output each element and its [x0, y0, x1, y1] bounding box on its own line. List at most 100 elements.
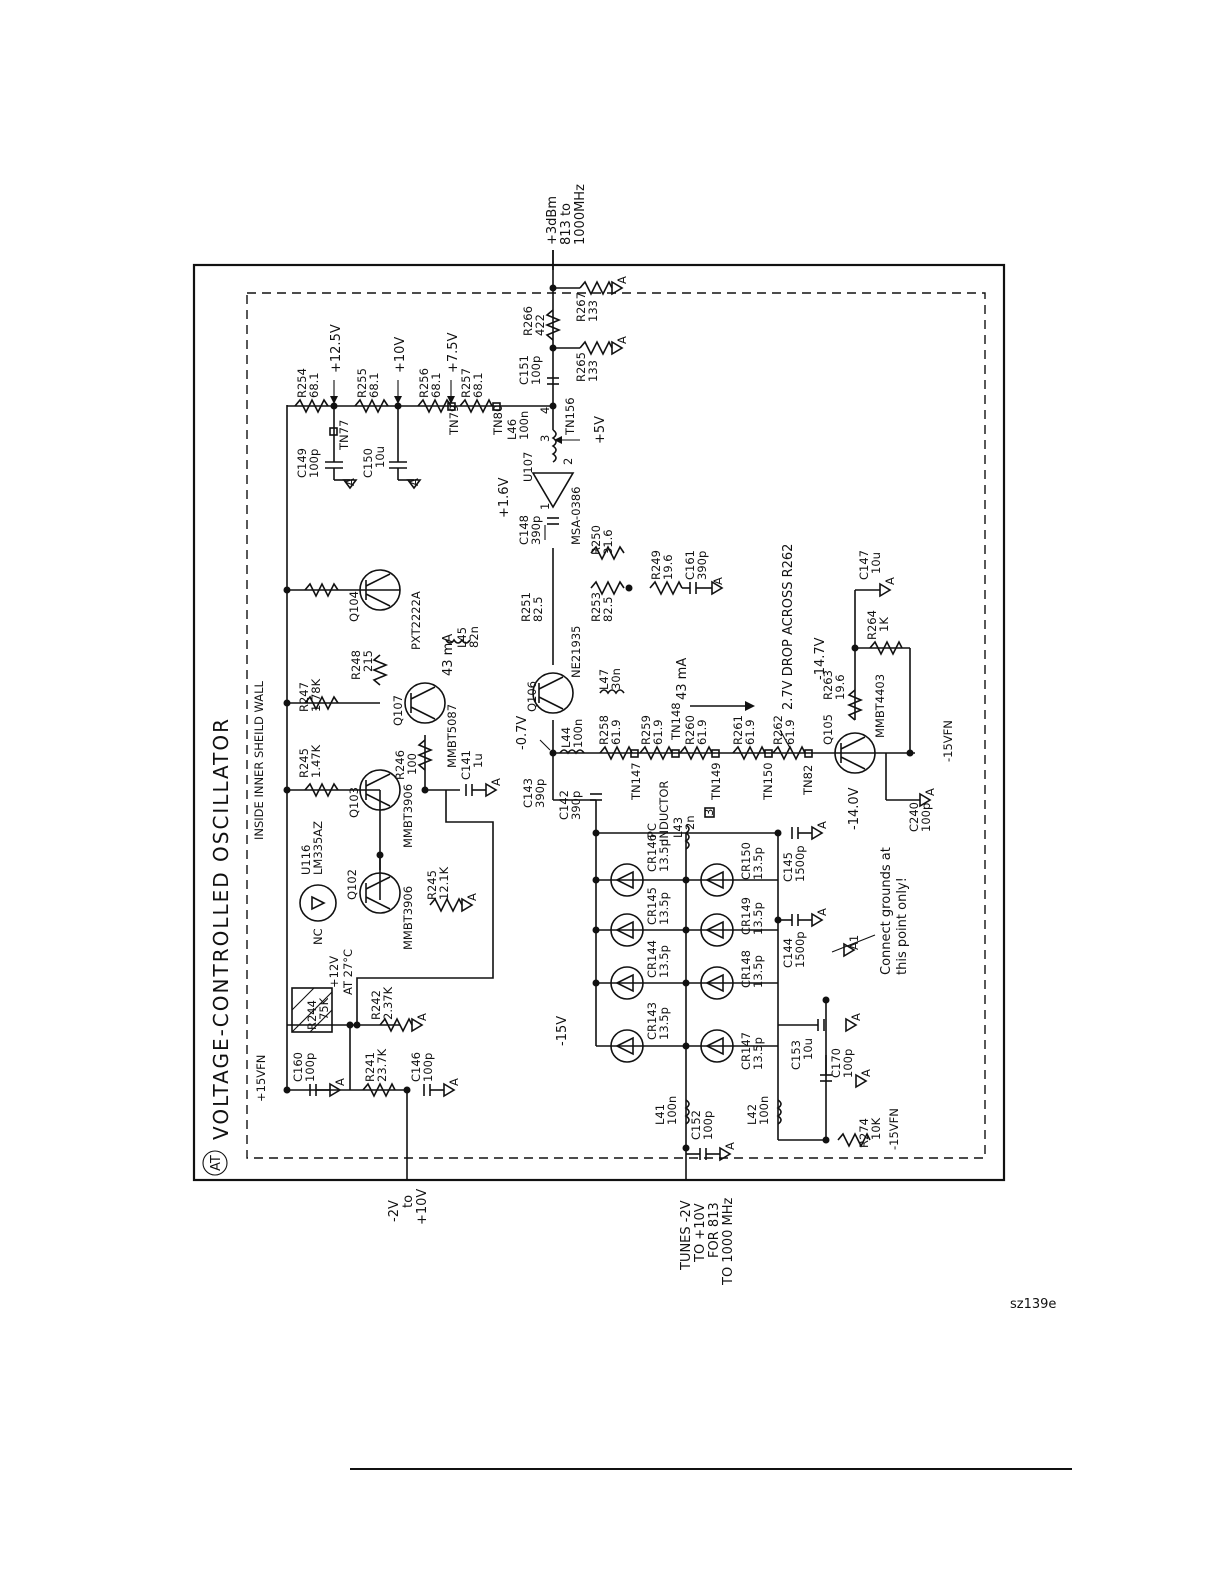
svg-text:L43: L43 — [671, 817, 685, 838]
svg-text:AT 27°C: AT 27°C — [341, 949, 355, 995]
svg-text:68.1: 68.1 — [367, 372, 381, 398]
svg-text:L45: L45 — [455, 627, 469, 648]
svg-text:1.78K: 1.78K — [309, 678, 323, 712]
svg-text:Q105: Q105 — [821, 714, 835, 745]
svg-text:2: 2 — [561, 458, 575, 465]
svg-text:+5V: +5V — [593, 416, 608, 444]
svg-text:A: A — [723, 1142, 737, 1150]
svg-text:C146: C146 — [409, 1052, 423, 1082]
svg-text:390p: 390p — [569, 791, 583, 820]
svg-text:R258: R258 — [597, 715, 611, 745]
svg-text:+10V: +10V — [415, 1189, 430, 1225]
svg-text:TN147: TN147 — [629, 762, 643, 801]
svg-text:13.5p: 13.5p — [657, 1007, 671, 1040]
svg-text:MMBT5087: MMBT5087 — [445, 704, 459, 768]
annotation-notes: 43 mA 43 mA 2.7V DROP ACROSS R262 -0.7V … — [311, 407, 910, 995]
svg-text:R250: R250 — [589, 525, 603, 555]
svg-text:R264: R264 — [865, 610, 879, 640]
svg-text:CR149: CR149 — [739, 897, 753, 935]
svg-text:TN80: TN80 — [491, 405, 505, 436]
transistor-q106 — [532, 672, 574, 714]
svg-text:CR146: CR146 — [645, 834, 659, 872]
svg-text:R265: R265 — [574, 352, 588, 382]
control-port-label: -2V to +10V — [387, 1189, 430, 1225]
transistor-q102 — [359, 872, 401, 914]
svg-text:-15V: -15V — [555, 1016, 570, 1046]
svg-text:68.1: 68.1 — [307, 372, 321, 398]
svg-text:61.9: 61.9 — [609, 719, 623, 745]
outer-shield-frame — [192, 263, 1006, 1182]
svg-text:C148: C148 — [517, 515, 531, 545]
svg-text:215: 215 — [361, 650, 375, 672]
svg-text:to: to — [401, 1195, 416, 1208]
svg-text:+7.5V: +7.5V — [446, 332, 461, 373]
ground-labels: A A A A A A A A A A A A A A A A A A1 — [333, 276, 937, 1150]
transistor-q105 — [834, 732, 876, 774]
svg-text:75K: 75K — [317, 997, 331, 1020]
title-badge: AT — [202, 1150, 228, 1176]
svg-text:13.5p: 13.5p — [657, 945, 671, 978]
svg-text:TUNES -2V: TUNES -2V — [679, 1200, 694, 1271]
svg-text:AT: AT — [209, 1155, 224, 1171]
svg-text:10u: 10u — [373, 446, 387, 468]
resistor-zigzags — [294, 280, 903, 1148]
svg-text:TN148: TN148 — [669, 702, 683, 741]
svg-text:C160: C160 — [291, 1052, 305, 1082]
svg-text:100n: 100n — [757, 1096, 771, 1125]
svg-text:68.1: 68.1 — [429, 372, 443, 398]
svg-text:61.9: 61.9 — [743, 719, 757, 745]
svg-text:1.47K: 1.47K — [309, 744, 323, 778]
svg-text:R267: R267 — [574, 292, 588, 322]
svg-text:A: A — [815, 908, 829, 916]
inner-shield-wall — [246, 292, 986, 1159]
svg-text:TN77: TN77 — [337, 420, 351, 451]
svg-text:100p: 100p — [307, 449, 321, 478]
svg-text:INDUCTOR: INDUCTOR — [657, 781, 671, 842]
svg-text:100: 100 — [405, 753, 419, 775]
figure-id: sz139e — [1010, 1297, 1056, 1312]
svg-text:43 mA: 43 mA — [441, 634, 456, 676]
svg-text:C240: C240 — [907, 802, 921, 832]
svg-text:813 to: 813 to — [559, 203, 574, 245]
svg-text:Q107: Q107 — [391, 695, 405, 726]
svg-text:R255: R255 — [355, 368, 369, 398]
svg-text:2n: 2n — [683, 815, 697, 830]
svg-text:-2V: -2V — [387, 1200, 402, 1222]
svg-text:C142: C142 — [557, 790, 571, 820]
svg-text:82.5: 82.5 — [601, 596, 615, 622]
svg-text:C144: C144 — [781, 938, 795, 968]
sensor-u116 — [299, 884, 337, 922]
svg-text:A: A — [859, 1069, 873, 1077]
tune-port-label: TUNES -2V TO +10V FOR 813 TO 1000 MHz — [679, 1197, 736, 1286]
svg-text:Connect grounds at: Connect grounds at — [879, 847, 894, 975]
svg-text:1500p: 1500p — [793, 931, 807, 968]
svg-text:R241: R241 — [363, 1052, 377, 1082]
svg-text:100n: 100n — [571, 719, 585, 748]
svg-text:A1: A1 — [847, 935, 861, 950]
svg-text:TN149: TN149 — [709, 762, 723, 801]
svg-text:133: 133 — [586, 360, 600, 382]
svg-text:CR144: CR144 — [645, 940, 659, 978]
svg-text:100n: 100n — [665, 1096, 679, 1125]
svg-text:-15VFN: -15VFN — [941, 720, 955, 762]
svg-text:A: A — [883, 577, 897, 585]
svg-text:100n: 100n — [517, 411, 531, 440]
svg-text:R253: R253 — [589, 592, 603, 622]
svg-text:R244: R244 — [305, 1000, 319, 1030]
svg-text:A: A — [923, 788, 937, 796]
component-labels: R254 68.1 R255 68.1 R256 68.1 R257 68.1 … — [291, 292, 933, 1148]
svg-text:PC: PC — [645, 823, 659, 838]
svg-text:L41: L41 — [653, 1104, 667, 1125]
svg-text:100p: 100p — [529, 356, 543, 385]
svg-text:A: A — [711, 577, 725, 585]
footer-rule — [350, 1468, 1072, 1470]
svg-text:L42: L42 — [745, 1104, 759, 1125]
svg-text:A: A — [465, 893, 479, 901]
inductor-coils — [445, 429, 782, 1125]
svg-text:MMBT3906: MMBT3906 — [401, 886, 415, 950]
svg-text:A: A — [615, 336, 629, 344]
svg-text:C147: C147 — [857, 550, 871, 580]
svg-text:LM335AZ: LM335AZ — [311, 821, 325, 875]
